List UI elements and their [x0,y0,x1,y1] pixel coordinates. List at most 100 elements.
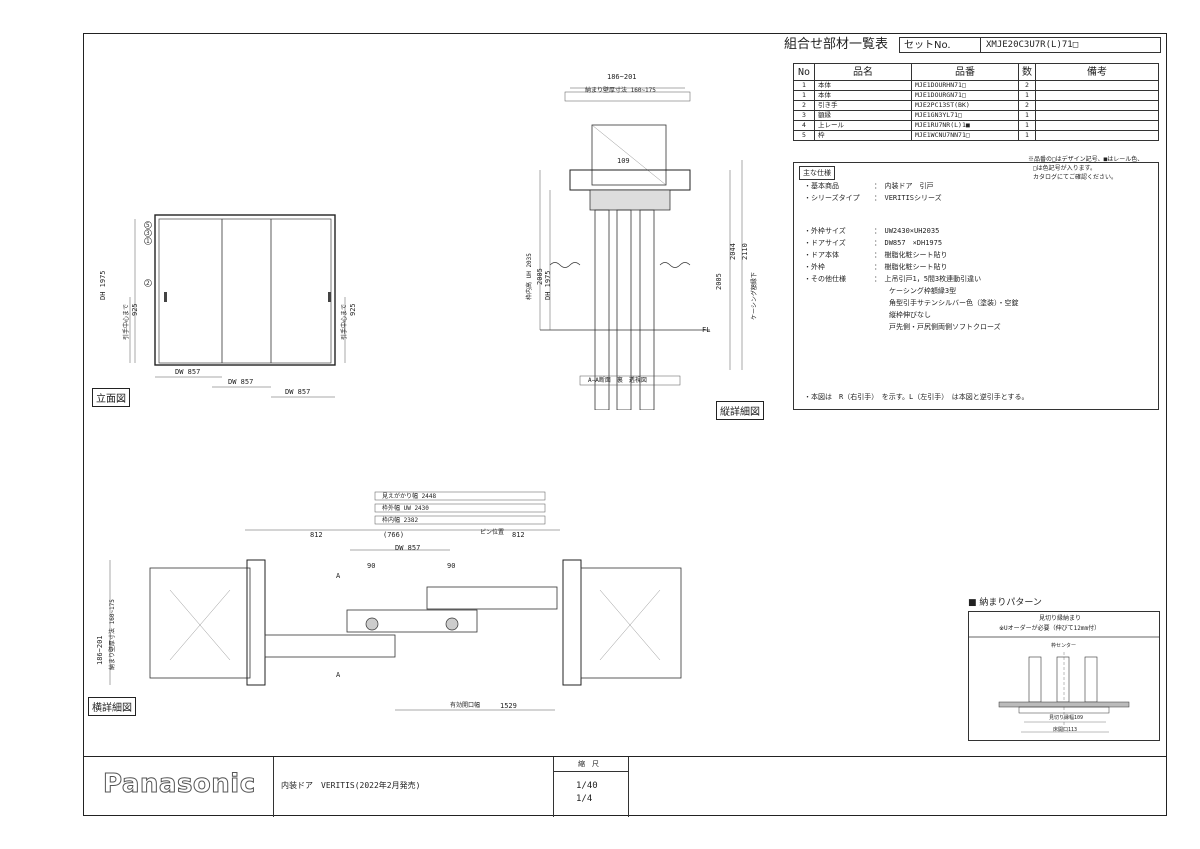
title-block: Panasonic 内装ドア VERITIS(2022年2月発売) 縮 尺 1/… [83,756,1167,817]
vertical-wall-range: 納まり壁厚寸法 160~175 [585,87,656,94]
col-note: 備考 [1035,63,1159,81]
callout-circle [144,237,152,245]
vertical-fl: FL [702,326,711,334]
scale-2: 1/4 [576,794,593,804]
set-no-value: XMJE20C3U7R(L)71□ [986,40,1079,50]
vertical-top-width: 186~201 [607,73,637,81]
vertical-h2110: 2110 [741,243,749,260]
table-cell-code: MJE2PC13ST(BK) [911,100,1019,111]
wall-hatch [599,589,661,661]
elevation-label: 立面図 [92,388,130,407]
sheet-title: 組合せ部材一覧表 [784,37,889,52]
spec-item-label: ・外枠 [804,263,825,271]
vertical-section-note: A−A断面 裏 透視図 [588,377,647,384]
horizontal-effective-value: 1529 [500,702,517,710]
horizontal-dim-766: (766) [383,531,405,539]
scale-label: 縮 尺 [578,760,599,768]
threshold [998,701,1130,708]
panasonic-logo: Panasonic [103,769,256,800]
horizontal-section-drawing [109,491,682,711]
elevation-handle-note-r: 引手中心まで [341,303,348,340]
break-line [549,262,691,268]
vertical-section-label: 縦詳細図 [716,401,764,420]
elevation-handle-note: 引手中心まで [123,303,130,340]
table-cell-name: 本体 [814,80,912,91]
callout-label: 3 [146,230,150,237]
spec-note: ・本図は R（右引手） を示す。L（左引手） は本図と逆引手とする。 [804,393,1029,401]
right-jamb [562,559,582,686]
table-cell-no: 2 [793,100,815,111]
detail-pattern-title: ■ 納まりパターン [968,598,1042,608]
spec-item-label: ・シリーズタイプ [804,194,860,202]
door-leaf [1028,656,1042,703]
horizontal-wall-range: 納まり壁厚寸法 160~175 [109,599,116,670]
table-cell-note [1035,110,1159,121]
detail-drawing [969,636,1159,733]
table-cell-code: MJE1RU7NR(L)1■ [911,120,1019,131]
vertical-casing: ケーシング額縁下 [751,272,758,320]
table-cell-qty: 1 [1018,90,1036,101]
table-cell-qty: 2 [1018,80,1036,91]
spec-item-label: ・基本商品 [804,182,839,190]
table-cell-code: MJE1DOURGN71□ [911,90,1019,101]
table-cell-qty: 1 [1018,130,1036,141]
handle-right [328,292,331,302]
head-frame [569,169,691,191]
parts-footnote-3: カタログにてご確認ください。 [1033,174,1118,181]
door-leaf [426,586,558,610]
horizontal-inner-width: 枠内幅 2382 [382,517,419,524]
table-cell-name: 引き手 [814,100,912,111]
horizontal-uw: 枠外幅 UW 2430 [382,505,429,512]
callout-label: 1 [146,238,150,245]
elevation-handle-height-r: 925 [349,303,357,316]
horizontal-dim-812b: 812 [512,531,525,539]
door-panel [594,209,610,410]
table-cell-name: 上レール [814,120,912,131]
table-cell-name: 額縁 [814,110,912,121]
spec-item-label: ・外枠サイズ [804,227,846,235]
horizontal-dw: DW 857 [395,544,421,552]
spec-item-label: ・その他仕様 [804,275,846,283]
spec-item-value: ： UW2430×UH2035 [874,227,940,235]
table-cell-no: 1 [793,80,815,91]
drawing-sheet [83,33,1167,816]
dim-box [564,91,691,102]
table-cell-name: 本体 [814,90,912,101]
table-cell-note [1035,80,1159,91]
detail-order-note: ※Uオーダーが必要（伸びて12mm付） [999,625,1101,632]
door-leaf [1084,656,1098,703]
table-cell-qty: 1 [1018,110,1036,121]
door-leaf [1056,656,1070,703]
handle-left [164,292,167,302]
spec-extra-line: 角型引手サテンシルバー色（塗装）・空錠 [889,299,1019,307]
floor-rail [1018,706,1110,714]
vertical-uh: 枠内高 UH 2035 [526,253,533,300]
wall-hatch [591,124,667,186]
table-cell-code: MJE1GN3YL71□ [911,110,1019,121]
pulley [365,617,379,631]
callout-circle [144,229,152,237]
col-no: No [793,63,815,81]
callout-label: 5 [146,222,150,229]
spec-item-value: ： VERITISシリーズ [874,194,942,202]
table-cell-code: MJE1DOURHN71□ [911,80,1019,91]
table-cell-no: 5 [793,130,815,141]
table-cell-no: 3 [793,110,815,121]
elevation-dw-2: DW 857 [228,378,254,386]
door-panel [616,209,632,410]
wall-top [591,124,667,186]
spec-item-value: ： DW857 ×DH1975 [874,239,943,247]
col-qty: 数 [1018,63,1036,81]
spec-panel: 主な仕様 ・基本商品 ： 内装ドア 引戸 ・シリーズタイプ ： VERITISシ… [793,162,1159,410]
detail-pattern-title-text: 納まりパターン [979,598,1042,608]
section-note-box [579,375,681,386]
detail-center: 枠センター [1051,643,1077,649]
vertical-dim-109: 109 [617,157,630,165]
left-jamb [246,559,266,686]
